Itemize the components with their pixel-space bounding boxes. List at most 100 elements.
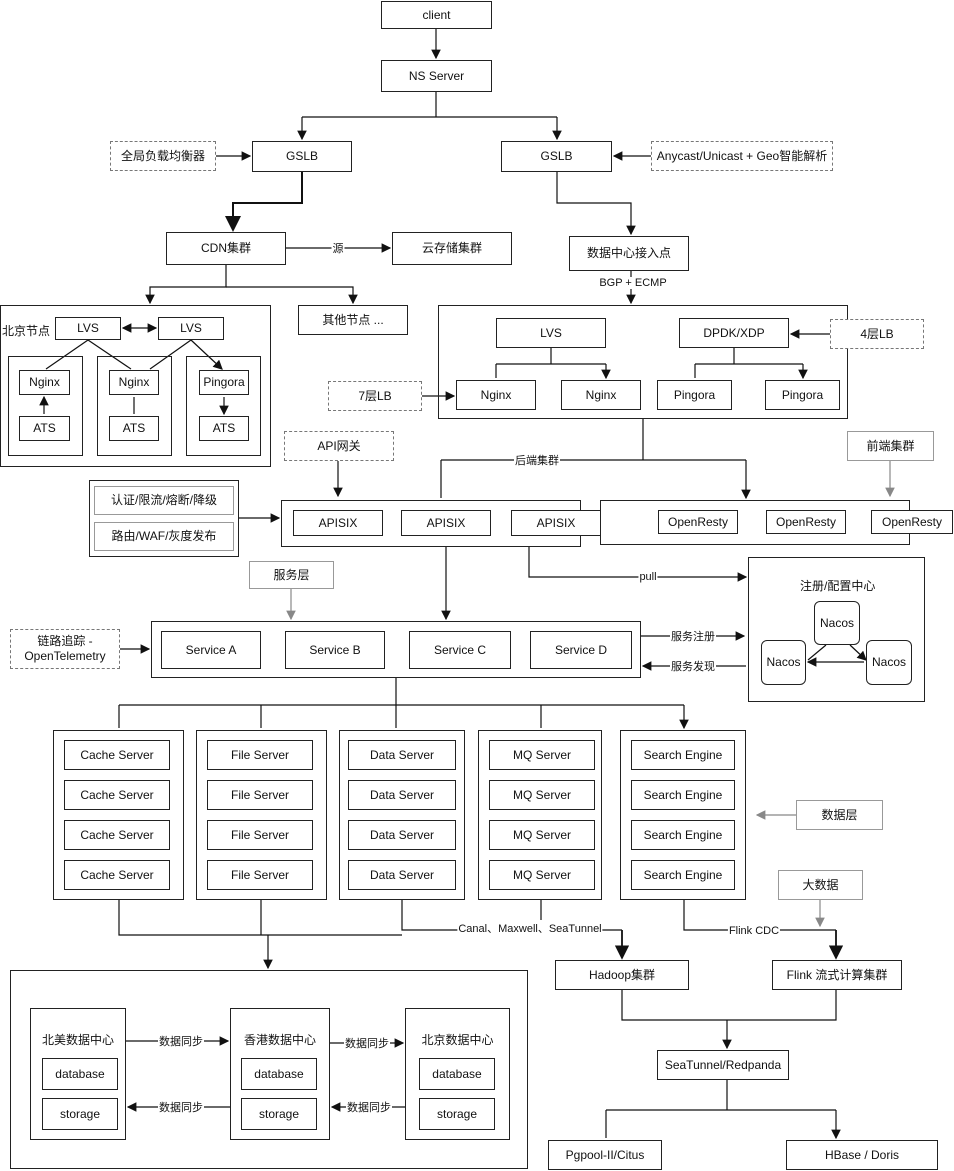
ats-node: ATS — [109, 416, 159, 441]
nacos-node: Nacos — [866, 640, 912, 685]
file-server-group — [196, 730, 327, 900]
sync-tools-label: Canal、Maxwell、SeaTunnel — [457, 920, 603, 936]
apisix-node: APISIX — [511, 510, 601, 536]
nacos-node: Nacos — [761, 640, 806, 685]
registry-title: 注册/配置中心 — [800, 579, 876, 593]
dc-lvs-node: LVS — [496, 318, 606, 348]
datacenters-group — [10, 970, 528, 1169]
data-server-node: Data Server — [348, 860, 456, 890]
gateway-features-group — [89, 480, 239, 557]
flink-node: Flink 流式计算集群 — [772, 960, 902, 990]
frontend-cluster-note: 前端集群 — [847, 431, 934, 461]
storage-node: storage — [42, 1098, 118, 1130]
data-server-node: Data Server — [348, 820, 456, 850]
edge-group — [97, 356, 172, 456]
pgpool-node: Pgpool-II/Citus — [548, 1140, 662, 1170]
seatunnel-node: SeaTunnel/Redpanda — [657, 1050, 789, 1080]
hadoop-node: Hadoop集群 — [555, 960, 689, 990]
cdn-nginx-node: Nginx — [109, 370, 159, 395]
data-server-group — [339, 730, 465, 900]
apisix-node: APISIX — [401, 510, 491, 536]
openresty-node: OpenResty — [766, 510, 846, 534]
cache-server-node: Cache Server — [64, 860, 170, 890]
file-server-node: File Server — [207, 860, 313, 890]
global-lb-note: 全局负载均衡器 — [110, 141, 216, 171]
openresty-group — [600, 500, 910, 545]
search-server-node: Search Engine — [631, 860, 735, 890]
cdn-pingora-node: Pingora — [199, 370, 249, 395]
apisix-node: APISIX — [293, 510, 383, 536]
database-node: database — [42, 1058, 118, 1090]
dc-lb-group — [438, 305, 848, 419]
datacenter-title: 北美数据中心 — [41, 1033, 114, 1047]
search-server-node: Search Engine — [631, 740, 735, 770]
search-server-node: Search Engine — [631, 820, 735, 850]
discover-label: 服务发现 — [670, 658, 716, 674]
storage-node: storage — [419, 1098, 495, 1130]
dpdk-xdp-node: DPDK/XDP — [679, 318, 789, 348]
mq-server-node: MQ Server — [489, 820, 595, 850]
dc-nginx-node: Nginx — [456, 380, 536, 410]
cache-server-node: Cache Server — [64, 820, 170, 850]
ns-server-node: NS Server — [381, 60, 492, 92]
ats-node: ATS — [199, 416, 249, 441]
tracing-note: 链路追踪 - OpenTelemetry — [10, 629, 120, 669]
service-group — [151, 621, 641, 678]
mq-server-node: MQ Server — [489, 860, 595, 890]
service-b: Service B — [285, 631, 385, 669]
search-server-node: Search Engine — [631, 780, 735, 810]
dc-pingora-node: Pingora — [765, 380, 840, 410]
pull-label: pull — [638, 571, 658, 583]
nacos-node: Nacos — [814, 601, 860, 645]
ats-node: ATS — [19, 416, 70, 441]
flink-cdc-label: Flink CDC — [727, 925, 781, 937]
service-c: Service C — [409, 631, 511, 669]
origin-label: 源 — [331, 240, 345, 256]
client-node: client — [381, 1, 492, 29]
l4-lb-note: 4层LB — [830, 319, 924, 349]
l7-lb-note: 7层LB — [328, 381, 422, 411]
edge-group — [186, 356, 261, 456]
other-nodes: 其他节点 ... — [298, 305, 408, 335]
file-server-node: File Server — [207, 820, 313, 850]
openresty-node: OpenResty — [871, 510, 953, 534]
database-node: database — [419, 1058, 495, 1090]
file-server-node: File Server — [207, 740, 313, 770]
database-node: database — [241, 1058, 317, 1090]
search-server-group — [620, 730, 746, 900]
mq-server-node: MQ Server — [489, 780, 595, 810]
sync-label: 数据同步 — [346, 1099, 392, 1115]
sync-label: 数据同步 — [158, 1099, 204, 1115]
sync-label: 数据同步 — [344, 1035, 390, 1051]
bigdata-note: 大数据 — [778, 870, 863, 900]
datacenter-box — [230, 1008, 330, 1140]
datacenter-box — [30, 1008, 126, 1140]
mq-server-node: MQ Server — [489, 740, 595, 770]
cache-server-group — [53, 730, 184, 900]
cache-server-node: Cache Server — [64, 780, 170, 810]
openresty-node: OpenResty — [658, 510, 738, 534]
feature-item: 认证/限流/熔断/降级 — [94, 486, 234, 515]
sync-label: 数据同步 — [158, 1033, 204, 1049]
dc-entry-node: 数据中心接入点 — [569, 236, 689, 271]
cdn-lvs-node: LVS — [158, 317, 224, 340]
file-server-node: File Server — [207, 780, 313, 810]
mq-server-group — [478, 730, 602, 900]
cdn-lvs-node: LVS — [55, 317, 121, 340]
cloud-storage-node: 云存储集群 — [392, 232, 512, 265]
backend-cluster-label: 后端集群 — [514, 452, 560, 468]
data-server-node: Data Server — [348, 740, 456, 770]
edge-group — [8, 356, 83, 456]
service-layer-note: 服务层 — [249, 561, 334, 589]
beijing-node-group — [0, 305, 271, 467]
feature-item: 路由/WAF/灰度发布 — [94, 522, 234, 551]
api-gateway-note: API网关 — [284, 431, 394, 461]
gslb-right-node: GSLB — [501, 141, 612, 172]
beijing-node-label: 北京节点 — [2, 324, 51, 338]
hbase-doris-node: HBase / Doris — [786, 1140, 938, 1170]
cdn-nginx-node: Nginx — [19, 370, 70, 395]
dc-nginx-node: Nginx — [561, 380, 641, 410]
service-a: Service A — [161, 631, 261, 669]
gslb-left-node: GSLB — [252, 141, 352, 172]
